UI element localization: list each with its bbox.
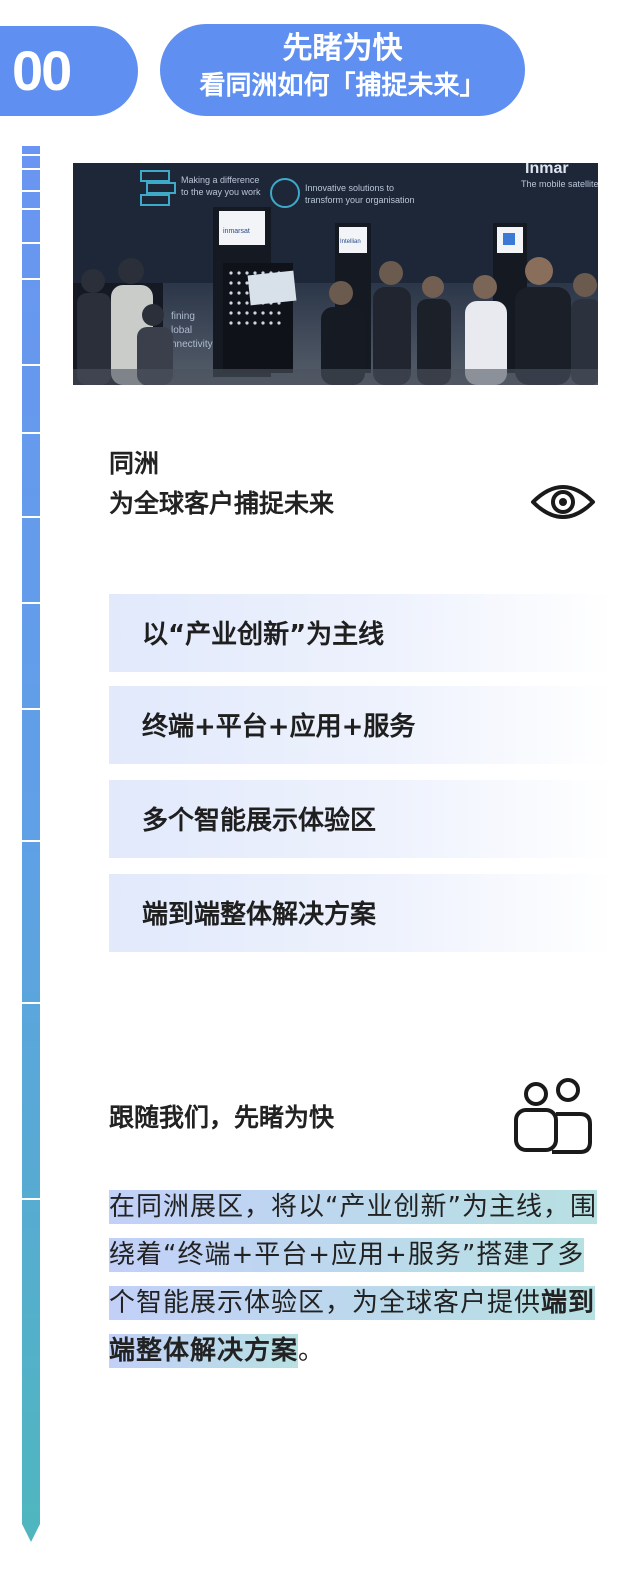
photo-brand-2: Intellian [340, 239, 361, 245]
photo-wall-text-1: fining [171, 311, 195, 322]
paragraph-bold: 端到端整体解决方案 [109, 1288, 596, 1366]
photo-banner: Inmar [525, 163, 569, 177]
feature-label: 以“产业创新”为主线 [142, 620, 385, 650]
feature-item-4: 端到端整体解决方案 [109, 874, 614, 952]
timeline-arrow [22, 1524, 40, 1542]
photo-sign-left-2: to the way you work [181, 187, 261, 197]
photo-sign-right: The mobile satellite [521, 179, 598, 189]
feature-label: 端到端整体解决方案 [142, 900, 377, 930]
section-subtitle: 看同洲如何「捕捉未来」 [199, 71, 486, 101]
timeline-bar [22, 146, 40, 1524]
section-title-badge: 先睹为快 看同洲如何「捕捉未来」 [160, 24, 525, 116]
people-icon [512, 1076, 594, 1162]
photo-wall-text-2: lobal [171, 325, 192, 336]
section-number-badge: 00 [0, 26, 138, 116]
exhibition-photo: Making a difference to the way you work … [73, 163, 598, 385]
feature-item-1: 以“产业创新”为主线 [109, 594, 614, 672]
feature-label: 多个智能展示体验区 [142, 806, 377, 836]
paragraph-text: 在同洲展区，将以“产业创新”为主线，围绕着“终端+平台+应用+服务”搭建了多个智… [109, 1192, 597, 1318]
feature-item-2: 终端+平台+应用+服务 [109, 686, 614, 764]
photo-sign-left-1: Making a difference [181, 175, 259, 185]
intro-line-1: 同洲 [109, 449, 160, 478]
feature-label: 终端+平台+应用+服务 [142, 712, 416, 742]
intro-heading: 同洲 为全球客户捕捉未来 [109, 444, 334, 524]
description-paragraph: 在同洲展区，将以“产业创新”为主线，围绕着“终端+平台+应用+服务”搭建了多个智… [109, 1183, 599, 1375]
eye-icon [530, 478, 596, 530]
intro-line-2: 为全球客户捕捉未来 [109, 489, 335, 518]
section-number: 00 [12, 39, 72, 102]
follow-heading: 跟随我们，先睹为快 [109, 1103, 335, 1132]
photo-wall-text-3: nnectivity [171, 339, 213, 350]
paragraph-end: 。 [298, 1336, 326, 1366]
photo-brand-1: inmarsat [223, 228, 250, 235]
feature-item-3: 多个智能展示体验区 [109, 780, 614, 858]
photo-sign-mid-1: Innovative solutions to [305, 183, 394, 193]
photo-sign-mid-2: transform your organisation [305, 195, 415, 205]
section-title: 先睹为快 [282, 31, 403, 66]
